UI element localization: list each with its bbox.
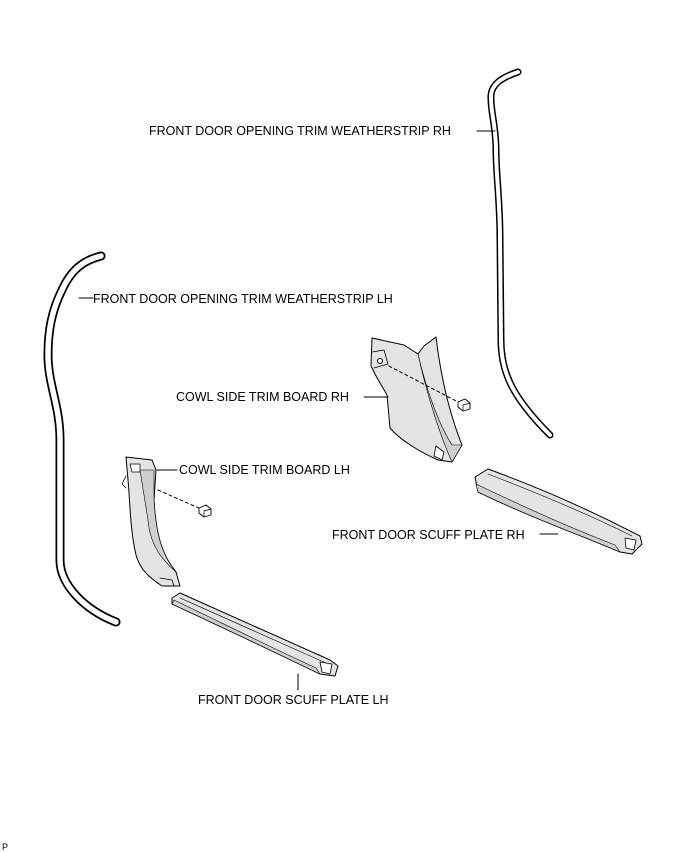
label-cowl-lh: COWL SIDE TRIM BOARD LH bbox=[179, 463, 350, 477]
label-scuff-lh: FRONT DOOR SCUFF PLATE LH bbox=[198, 693, 389, 707]
label-scuff-rh: FRONT DOOR SCUFF PLATE RH bbox=[332, 528, 525, 542]
scuff-plate-rh-part bbox=[474, 468, 643, 555]
cowl-side-trim-rh-part bbox=[370, 336, 471, 463]
corner-code: P bbox=[2, 842, 9, 852]
leader-lines bbox=[78, 130, 559, 691]
cowl-side-trim-lh-part bbox=[121, 456, 212, 587]
weatherstrip-rh-part bbox=[487, 68, 554, 439]
scuff-plate-lh-part bbox=[171, 592, 339, 677]
label-weatherstrip-rh: FRONT DOOR OPENING TRIM WEATHERSTRIP RH bbox=[149, 124, 451, 138]
label-cowl-rh: COWL SIDE TRIM BOARD RH bbox=[176, 390, 349, 404]
label-weatherstrip-lh: FRONT DOOR OPENING TRIM WEATHERSTRIP LH bbox=[93, 292, 393, 306]
weatherstrip-lh-part bbox=[43, 251, 121, 627]
